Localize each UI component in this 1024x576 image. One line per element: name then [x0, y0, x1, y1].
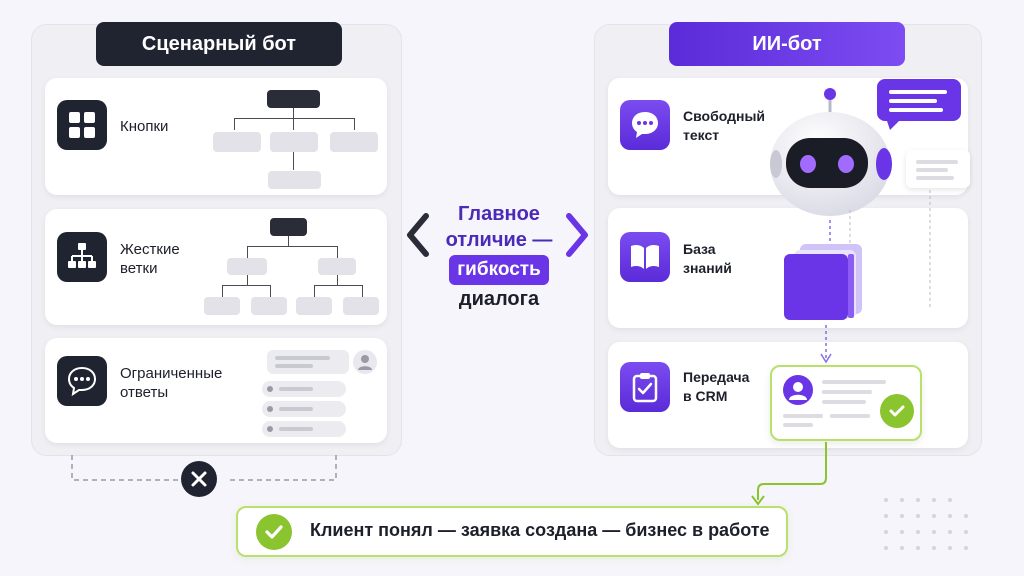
flexibility-badge: гибкость: [449, 255, 549, 285]
book-icon: [620, 232, 670, 282]
card-limited-answers-label: Ограниченные ответы: [120, 365, 223, 401]
close-icon: [181, 461, 217, 497]
result-bar: [236, 506, 788, 557]
card-hard-branches-label: Жесткие ветки: [120, 241, 180, 277]
card-knowledge-base-label: База знаний: [683, 241, 732, 276]
card-crm-transfer-label: Передача в CRM: [683, 369, 750, 404]
clipboard-icon: [620, 362, 670, 412]
card-buttons-label: Кнопки: [120, 118, 169, 135]
folder-icon: [784, 244, 862, 320]
check-icon: [880, 394, 914, 428]
message-icon: [620, 100, 670, 150]
chat-bubble-icon: [57, 356, 107, 406]
ai-bot-title: ИИ-бот: [669, 22, 905, 66]
main-difference-line3: диалога: [458, 288, 540, 310]
result-text: Клиент понял — заявка создана — бизнес в…: [310, 520, 770, 540]
user-avatar-icon: [353, 350, 377, 374]
speech-bubble-tail: [886, 118, 902, 130]
grid-icon: [57, 100, 107, 150]
chevron-left-icon: [407, 213, 429, 257]
scenario-bot-title: Сценарный бот: [96, 22, 342, 66]
contact-avatar-icon: [783, 375, 813, 405]
robot-icon: [770, 88, 892, 216]
result-connector: [751, 442, 827, 506]
dot-pattern: [884, 498, 968, 550]
tree-icon: [57, 232, 107, 282]
main-difference-line2: отличие —: [445, 229, 553, 251]
card-free-text-label: Свободный текст: [683, 108, 766, 143]
chevron-right-icon: [566, 213, 588, 257]
result-check-icon: [256, 514, 292, 550]
main-difference-line1: Главное: [458, 203, 540, 225]
